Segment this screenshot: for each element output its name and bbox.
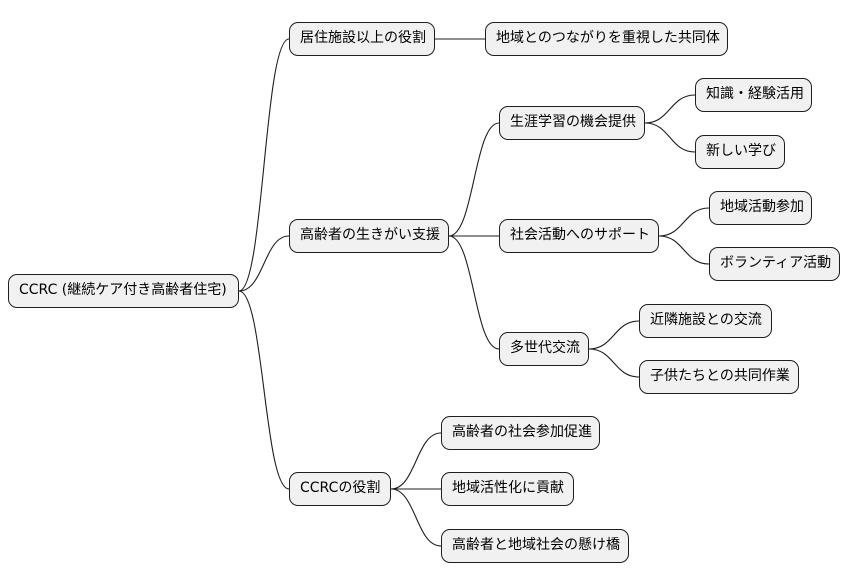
edge-lifelong-learning-to-knowledge-use [644,94,696,124]
node-volunteer[interactable]: ボランティア活動 [709,247,840,281]
edge-intergenerational-to-neighbor-exchange [588,320,640,350]
node-kids-collab[interactable]: 子供たちとの共同作業 [639,360,799,394]
edge-intergenerational-to-kids-collab [588,348,640,378]
edge-purpose-support-to-intergenerational [448,235,500,350]
root-node[interactable]: CCRC (継続ケア付き高齢者住宅) [8,274,239,308]
node-new-learning[interactable]: 新しい学び [695,135,785,169]
node-neighbor-exchange[interactable]: 近隣施設との交流 [639,304,772,338]
edge-root-node-to-residential-role [238,38,290,292]
node-community[interactable]: 地域とのつながりを重視した共同体 [485,22,728,56]
node-social-participation[interactable]: 高齢者の社会参加促進 [441,416,600,450]
edge-ccrc-role-to-bridge [390,488,442,547]
edge-root-node-to-ccrc-role [238,290,290,490]
edge-ccrc-role-to-social-participation [390,432,442,490]
node-residential-role[interactable]: 居住施設以上の役割 [289,22,435,56]
node-bridge[interactable]: 高齢者と地域社会の懸け橋 [441,529,629,563]
edge-social-activity-to-volunteer [658,235,710,265]
node-intergenerational[interactable]: 多世代交流 [499,332,589,366]
edge-social-activity-to-community-activity [658,207,710,237]
node-purpose-support[interactable]: 高齢者の生きがい支援 [289,219,449,253]
node-community-activity[interactable]: 地域活動参加 [709,191,812,225]
node-knowledge-use[interactable]: 知識・経験活用 [695,78,812,112]
node-regional-revival[interactable]: 地域活性化に貢献 [441,472,574,506]
node-lifelong-learning[interactable]: 生涯学習の機会提供 [499,106,645,140]
node-social-activity[interactable]: 社会活動へのサポート [499,219,659,253]
edge-root-node-to-purpose-support [238,235,290,292]
edge-purpose-support-to-lifelong-learning [448,122,500,237]
edge-lifelong-learning-to-new-learning [644,122,696,153]
node-ccrc-role[interactable]: CCRCの役割 [289,472,391,506]
